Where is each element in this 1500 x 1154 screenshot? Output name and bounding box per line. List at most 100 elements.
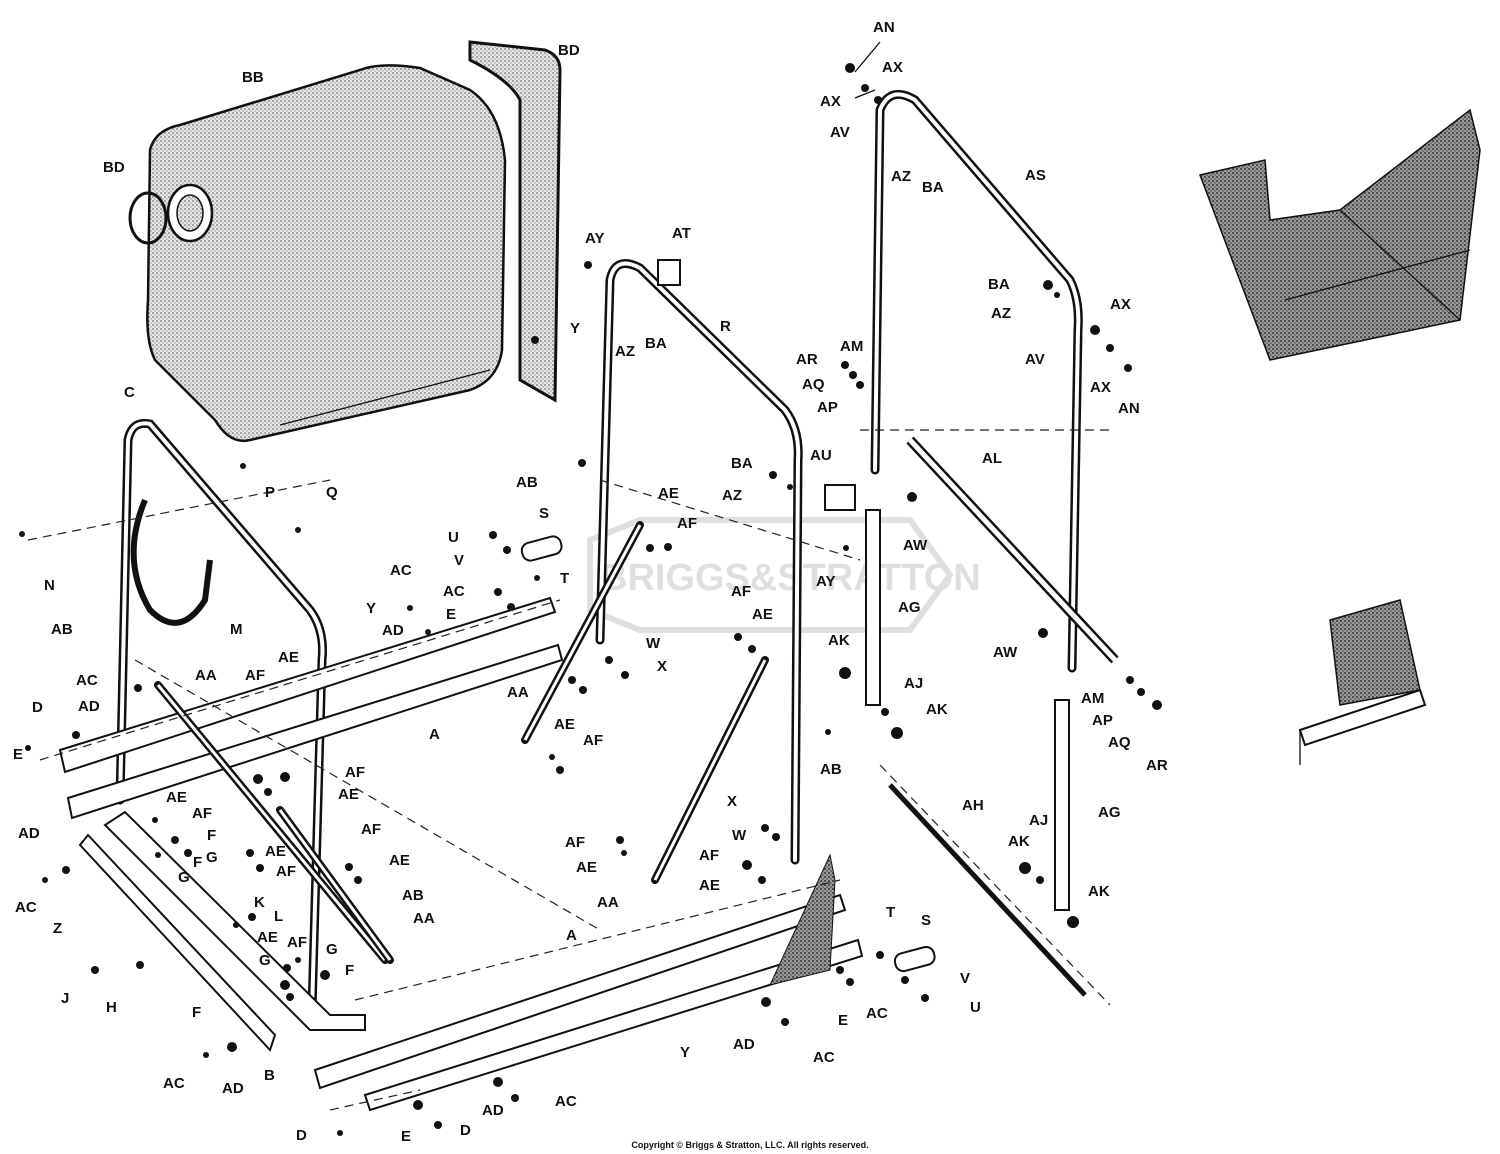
callout-W: W bbox=[646, 635, 661, 652]
callout-AW: AW bbox=[993, 644, 1018, 661]
callout-M: M bbox=[230, 621, 243, 638]
callout-AC: AC bbox=[443, 583, 465, 600]
inset-bag-edge bbox=[1298, 599, 1427, 765]
side-rails-left bbox=[58, 596, 564, 820]
callout-S: S bbox=[539, 505, 549, 522]
callout-AB: AB bbox=[51, 621, 73, 638]
callout-AC: AC bbox=[15, 899, 37, 916]
hardware-markers bbox=[19, 41, 1162, 1136]
callout-U: U bbox=[448, 529, 459, 546]
assembly-lines bbox=[27, 429, 1115, 1111]
callout-AC: AC bbox=[555, 1093, 577, 1110]
callout-AC: AC bbox=[390, 562, 412, 579]
callout-D: D bbox=[296, 1127, 307, 1144]
callout-AZ: AZ bbox=[615, 343, 635, 360]
callout-A: A bbox=[566, 927, 577, 944]
callout-AF: AF bbox=[287, 934, 307, 951]
callout-F: F bbox=[207, 827, 216, 844]
callout-AQ: AQ bbox=[1108, 734, 1131, 751]
callout-AK: AK bbox=[828, 632, 850, 649]
callout-AD: AD bbox=[222, 1080, 244, 1097]
callout-P: P bbox=[265, 484, 275, 501]
callout-A: A bbox=[429, 726, 440, 743]
callout-BA: BA bbox=[922, 179, 944, 196]
callout-AF: AF bbox=[276, 863, 296, 880]
bag-ring bbox=[128, 191, 168, 245]
callout-AE: AE bbox=[389, 852, 410, 869]
callout-E: E bbox=[838, 1012, 848, 1029]
callout-AN: AN bbox=[873, 19, 895, 36]
callout-AX: AX bbox=[820, 93, 841, 110]
callout-AT: AT bbox=[672, 225, 691, 242]
callout-AE: AE bbox=[338, 786, 359, 803]
callout-AK: AK bbox=[926, 701, 948, 718]
callout-BA: BA bbox=[988, 276, 1010, 293]
callout-AM: AM bbox=[840, 338, 863, 355]
callout-V: V bbox=[454, 552, 464, 569]
callout-AA: AA bbox=[507, 684, 529, 701]
callout-AE: AE bbox=[257, 929, 278, 946]
callout-AE: AE bbox=[699, 877, 720, 894]
callout-F: F bbox=[193, 854, 202, 871]
callout-S: S bbox=[921, 912, 931, 929]
callout-E: E bbox=[401, 1128, 411, 1145]
callout-AZ: AZ bbox=[722, 487, 742, 504]
base-frame bbox=[78, 810, 366, 1052]
callout-AD: AD bbox=[733, 1036, 755, 1053]
callout-AW: AW bbox=[903, 537, 928, 554]
bag-back-panel bbox=[468, 40, 562, 403]
callout-K: K bbox=[254, 894, 265, 911]
callout-AF: AF bbox=[677, 515, 697, 532]
callout-AF: AF bbox=[565, 834, 585, 851]
callout-Y: Y bbox=[570, 320, 580, 337]
callout-AE: AE bbox=[554, 716, 575, 733]
callout-AE: AE bbox=[166, 789, 187, 806]
callout-V: V bbox=[960, 970, 970, 987]
watermark-text: BRIGGS&STRATTON bbox=[600, 557, 981, 599]
callout-Z: Z bbox=[53, 920, 62, 937]
callout-C: C bbox=[124, 384, 135, 401]
callout-AF: AF bbox=[345, 764, 365, 781]
callout-AD: AD bbox=[482, 1102, 504, 1119]
rear-frame bbox=[595, 259, 803, 865]
callout-AC: AC bbox=[866, 1005, 888, 1022]
callout-AC: AC bbox=[76, 672, 98, 689]
handle-s-upper bbox=[520, 535, 563, 562]
callout-AC: AC bbox=[813, 1049, 835, 1066]
callout-AE: AE bbox=[265, 843, 286, 860]
callout-AA: AA bbox=[195, 667, 217, 684]
callout-AA: AA bbox=[413, 910, 435, 927]
callout-AS: AS bbox=[1025, 167, 1046, 184]
callout-AD: AD bbox=[382, 622, 404, 639]
callout-X: X bbox=[727, 793, 737, 810]
callout-D: D bbox=[32, 699, 43, 716]
callout-Y: Y bbox=[680, 1044, 690, 1061]
callout-AQ: AQ bbox=[802, 376, 825, 393]
callout-AC: AC bbox=[163, 1075, 185, 1092]
callout-AJ: AJ bbox=[1029, 812, 1048, 829]
callout-AR: AR bbox=[796, 351, 818, 368]
callout-AY: AY bbox=[816, 573, 835, 590]
callout-AF: AF bbox=[699, 847, 719, 864]
callout-F: F bbox=[192, 1004, 201, 1021]
callout-AV: AV bbox=[830, 124, 850, 141]
struts bbox=[154, 521, 769, 964]
callout-AD: AD bbox=[18, 825, 40, 842]
callout-AK: AK bbox=[1088, 883, 1110, 900]
callout-Y: Y bbox=[366, 600, 376, 617]
callout-BD: BD bbox=[103, 159, 125, 176]
callout-AN: AN bbox=[1118, 400, 1140, 417]
callout-AF: AF bbox=[192, 805, 212, 822]
callout-W: W bbox=[732, 827, 747, 844]
callout-L: L bbox=[274, 908, 283, 925]
threaded-rod-ah bbox=[888, 783, 1087, 997]
callout-E: E bbox=[13, 746, 23, 763]
bracket-au bbox=[824, 484, 856, 511]
callout-AF: AF bbox=[731, 583, 751, 600]
callout-AG: AG bbox=[1098, 804, 1121, 821]
flap-shade bbox=[769, 853, 836, 986]
bracket-at bbox=[657, 259, 681, 286]
callout-E: E bbox=[446, 606, 456, 623]
callout-U: U bbox=[970, 999, 981, 1016]
